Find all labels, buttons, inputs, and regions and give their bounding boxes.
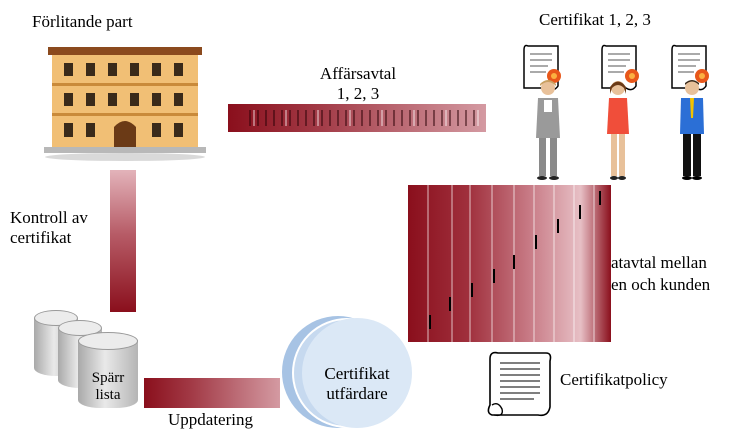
certificate-check-line1: Kontroll av [10,208,88,227]
ca-label: Certifikat utfärdare [302,364,412,404]
certificate-scroll-icon [666,40,716,96]
certificate-check-line2: certifikat [10,228,72,247]
ca-line1: Certifikat [324,364,390,383]
business-agreement-line1: Affärsavtal [319,64,397,83]
person-icon [530,78,566,182]
person-icon [600,78,636,182]
database-icon [78,332,138,408]
certificates-label: Certifikat 1, 2, 3 [539,10,651,29]
document-icon [484,347,556,423]
ca-circle [302,318,412,428]
relying-party-label: Förlitande part [32,12,133,31]
business-agreement-bar [228,104,486,132]
certificate-scroll-icon [518,40,568,96]
policy-label: Certifikatpolicy [560,370,668,389]
certificate-check-bar [110,170,136,312]
update-bar [144,378,280,408]
business-agreement-label: Affärsavtal 1, 2, 3 [308,64,408,104]
agreement-line1: atavtal mellan [611,253,707,272]
person-icon [674,78,710,182]
agreement-label: atavtal mellan en och kunden [611,253,710,295]
update-label: Uppdatering [168,410,253,429]
certificate-check-label: Kontroll av certifikat [10,208,88,248]
agreement-block [408,185,611,342]
crl-line1: Spärr [91,370,125,386]
ca-line2: utfärdare [326,384,388,403]
crl-line2: lista [95,387,121,403]
building-icon [44,43,206,161]
agreement-line2: en och kunden [611,275,711,294]
business-agreement-line2: 1, 2, 3 [336,84,380,103]
crl-label: Spärr lista [84,370,132,404]
